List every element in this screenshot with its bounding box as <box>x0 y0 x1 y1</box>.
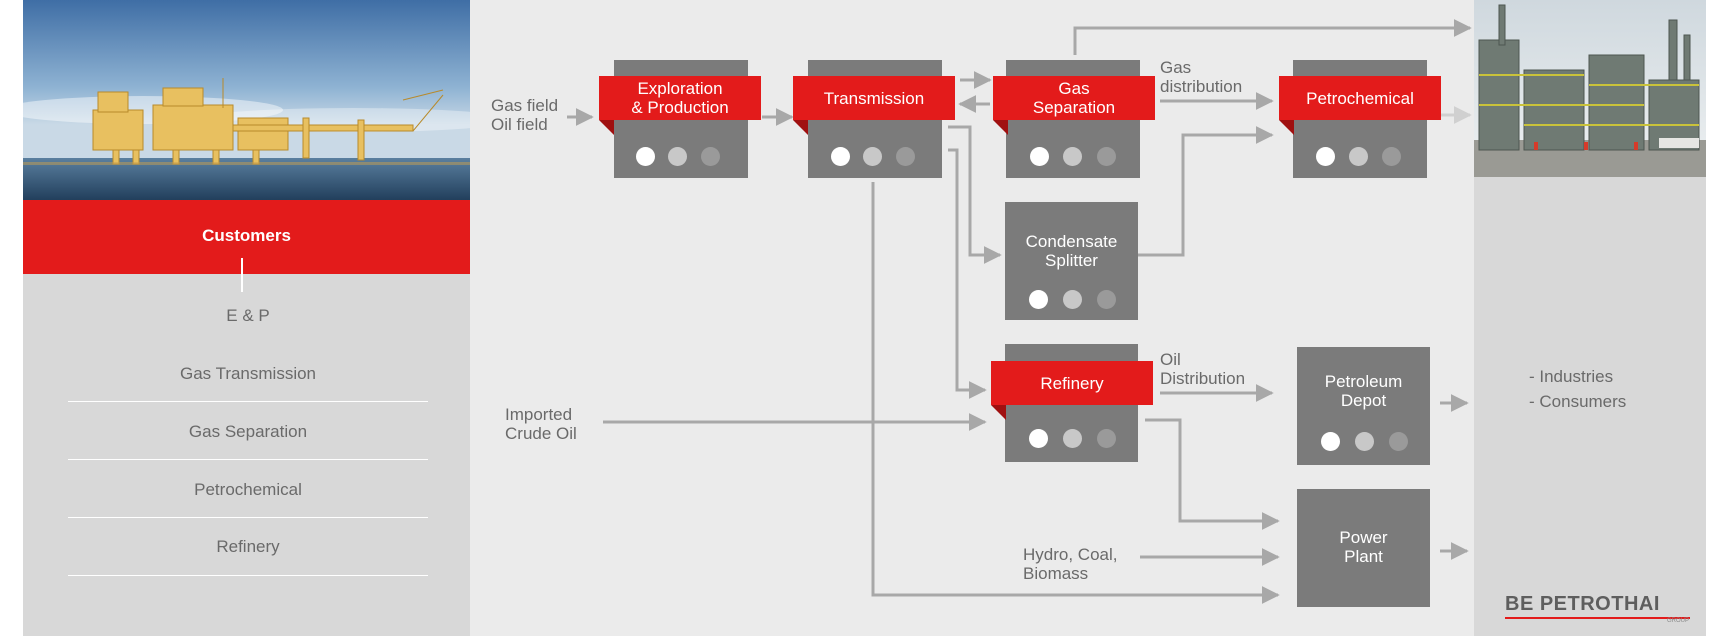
transmission-label: Transmission <box>793 76 955 120</box>
status-dot <box>863 147 882 166</box>
arrow-condensate-to-petrochem <box>1138 126 1274 257</box>
logo-subtext: GROUP <box>1667 618 1690 624</box>
oil-distribution-label-1: Oil <box>1160 350 1181 369</box>
gas-distribution-label-1: Gas <box>1160 58 1192 77</box>
offshore-platform-photo <box>23 0 470 200</box>
status-dot <box>1097 147 1116 166</box>
arrow-transmission-to-power <box>871 182 1280 604</box>
status-dot <box>1097 429 1116 448</box>
imported-label-1: Imported <box>505 405 573 424</box>
refinery-label: Refinery <box>991 361 1153 405</box>
arrow-refinery-to-power <box>1145 418 1280 530</box>
status-dot <box>701 147 720 166</box>
ribbon-fold <box>599 120 614 135</box>
power-plant-line1: Power <box>1339 528 1388 547</box>
refinery-plant-photo <box>1474 0 1706 177</box>
status-dot <box>1063 147 1082 166</box>
ribbon-fold <box>993 120 1008 135</box>
status-dot <box>1321 432 1340 451</box>
arrow-to-refinery <box>948 148 987 399</box>
gas-separation-label: Gas Separation <box>993 76 1155 120</box>
gas-separation-line1: Gas <box>1058 79 1090 98</box>
gas-field-label: Gas field <box>491 96 559 115</box>
customer-item-refinery: Refinery <box>216 537 280 556</box>
petroleum-depot-label: Petroleum Depot <box>1297 369 1430 413</box>
status-dot <box>1029 429 1048 448</box>
logo-underline <box>1505 617 1690 619</box>
status-dot <box>1063 429 1082 448</box>
status-dot <box>1349 147 1368 166</box>
ribbon-fold <box>793 120 808 135</box>
gas-separation-line2: Separation <box>1032 98 1116 117</box>
status-dot <box>831 147 850 166</box>
petroleum-depot-line1: Petroleum <box>1324 372 1403 391</box>
condensate-line2: Splitter <box>1045 251 1098 270</box>
ribbon-fold <box>1279 120 1294 135</box>
refinery-header <box>991 361 1153 405</box>
petroleum-depot-line2: Depot <box>1340 391 1387 410</box>
condensate-splitter-label: Condensate Splitter <box>1005 229 1138 273</box>
exploration-line1: Exploration <box>637 79 723 98</box>
status-dot <box>1355 432 1374 451</box>
hydro-label-1: Hydro, Coal, <box>1023 545 1118 564</box>
oil-field-label: Oil field <box>491 115 548 134</box>
customers-connector-line <box>241 258 243 292</box>
ribbon-fold <box>991 405 1006 420</box>
bepetrothai-logo: BE PETROTHAI GROUP <box>1505 593 1705 624</box>
petrochemical-label: Petrochemical <box>1279 76 1441 120</box>
status-dot <box>1030 147 1049 166</box>
status-dot <box>1389 432 1408 451</box>
divider <box>68 575 428 576</box>
divider <box>68 401 428 402</box>
status-dot <box>896 147 915 166</box>
divider <box>68 459 428 460</box>
refinery-line1: Refinery <box>1040 373 1104 393</box>
status-dot <box>1029 290 1048 309</box>
customers-header: Customers <box>23 200 470 274</box>
divider <box>68 517 428 518</box>
status-dot <box>1097 290 1116 309</box>
hydro-label-2: Biomass <box>1023 564 1089 583</box>
condensate-line1: Condensate <box>1025 232 1118 251</box>
status-dot <box>1316 147 1335 166</box>
gas-distribution-label-2: distribution <box>1160 77 1243 96</box>
power-plant-box <box>1297 489 1430 607</box>
transmission-header <box>793 76 955 120</box>
gas-separation-header <box>993 76 1155 120</box>
arrow-gs-to-top <box>1073 19 1472 55</box>
customer-item-gas-transmission: Gas Transmission <box>179 364 317 383</box>
end-user-industries: - Industries <box>1529 367 1614 386</box>
power-plant-line2: Plant <box>1344 547 1383 566</box>
petrochemical-line1: Petrochemical <box>1306 88 1414 108</box>
status-dot <box>668 147 687 166</box>
customer-item-ep: E & P <box>226 306 270 325</box>
status-dot <box>1063 290 1082 309</box>
customer-item-gas-separation: Gas Separation <box>188 422 308 441</box>
arrow-to-condensate <box>948 125 1002 264</box>
petrochemical-header <box>1279 76 1441 120</box>
power-plant-label: Power Plant <box>1297 525 1430 569</box>
exploration-line2: & Production <box>631 98 729 117</box>
oil-distribution-label-2: Distribution <box>1160 369 1246 388</box>
transmission-line1: Transmission <box>823 88 925 108</box>
imported-label-2: Crude Oil <box>505 424 577 443</box>
end-user-consumers: - Consumers <box>1529 392 1627 411</box>
status-dot <box>1382 147 1401 166</box>
customers-title: Customers <box>202 226 291 245</box>
status-dot <box>636 147 655 166</box>
logo-text: BE PETROTHAI <box>1505 593 1660 615</box>
customer-item-petrochemical: Petrochemical <box>194 480 302 499</box>
exploration-label: Exploration & Production <box>599 76 761 120</box>
exploration-header <box>599 76 761 120</box>
